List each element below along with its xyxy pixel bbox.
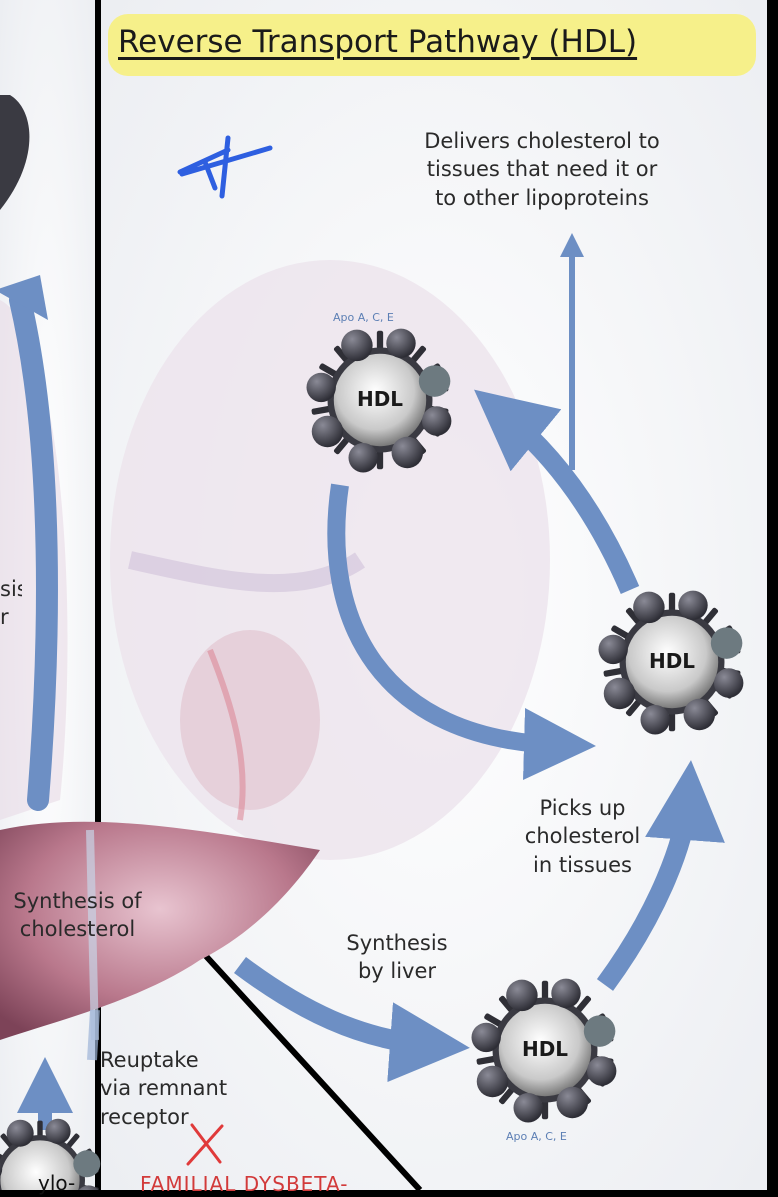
loop-arrow (327, 483, 596, 780)
liver-to-hdl-arrow (234, 956, 470, 1083)
heart-silhouette (180, 630, 320, 810)
upper-right-arrow (474, 389, 640, 594)
delivers-label: Delivers cholesterol to tissues that nee… (424, 129, 660, 210)
left-hdl-partial-icon (0, 95, 30, 210)
left-partial-label: sis r (0, 577, 22, 630)
title-banner: Reverse Transport Pathway (HDL) (108, 14, 756, 76)
pickup-arrow (596, 760, 725, 991)
hdl-label-top: HDL (356, 387, 404, 411)
panel-divider (95, 0, 101, 1190)
hdl-label-right: HDL (648, 649, 696, 673)
apo-label-bottom: Apo A, C, E (506, 1130, 567, 1143)
liver-icon (0, 821, 320, 1040)
pen-annotation-icon (177, 135, 273, 199)
hdl-label-bottom: HDL (521, 1037, 569, 1061)
left-panel-arrow (9, 289, 58, 811)
reuptake-label: Reuptake via remnant receptor (100, 1048, 228, 1129)
diagram-title: Reverse Transport Pathway (HDL) (118, 24, 638, 60)
synthesis-of-cholesterol-label: Synthesis of cholesterol (13, 889, 142, 942)
red-x-icon (186, 1123, 224, 1166)
picks-up-label: Picks up cholesterol in tissues (524, 796, 641, 877)
apo-label-top: Apo A, C, E (333, 311, 394, 324)
bottom-left-partial-label: ylo- (38, 1171, 76, 1195)
synthesis-by-liver-label: Synthesis by liver (346, 931, 448, 984)
familial-dysbeta-label: FAMILIAL DYSBETA- (140, 1172, 349, 1196)
